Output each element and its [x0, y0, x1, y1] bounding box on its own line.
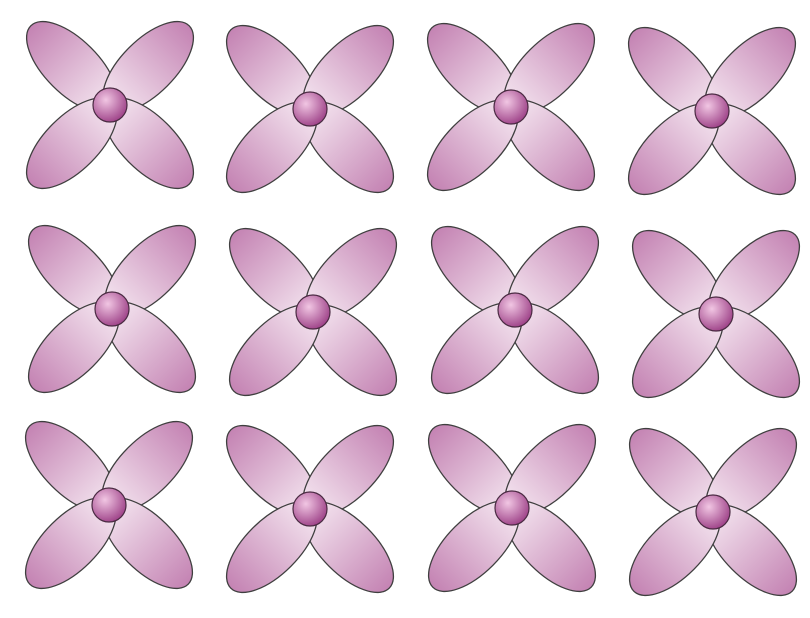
nucleus-node-r1-c2	[293, 92, 327, 126]
nucleus-node-r2-c3	[498, 293, 532, 327]
nucleus-node-r1-c4	[695, 94, 729, 128]
nucleus-node-r3-c2	[293, 492, 327, 526]
nucleus-node-r2-c4	[699, 297, 733, 331]
nucleus-node-r1-c1	[93, 88, 127, 122]
nucleus-node-r2-c2	[296, 295, 330, 329]
nucleus-node-r2-c1	[95, 292, 129, 326]
nucleus-node-r3-c3	[495, 491, 529, 525]
nucleus-node-r3-c1	[92, 488, 126, 522]
nucleus-node-r3-c4	[696, 495, 730, 529]
nucleus-node-r1-c3	[494, 90, 528, 124]
